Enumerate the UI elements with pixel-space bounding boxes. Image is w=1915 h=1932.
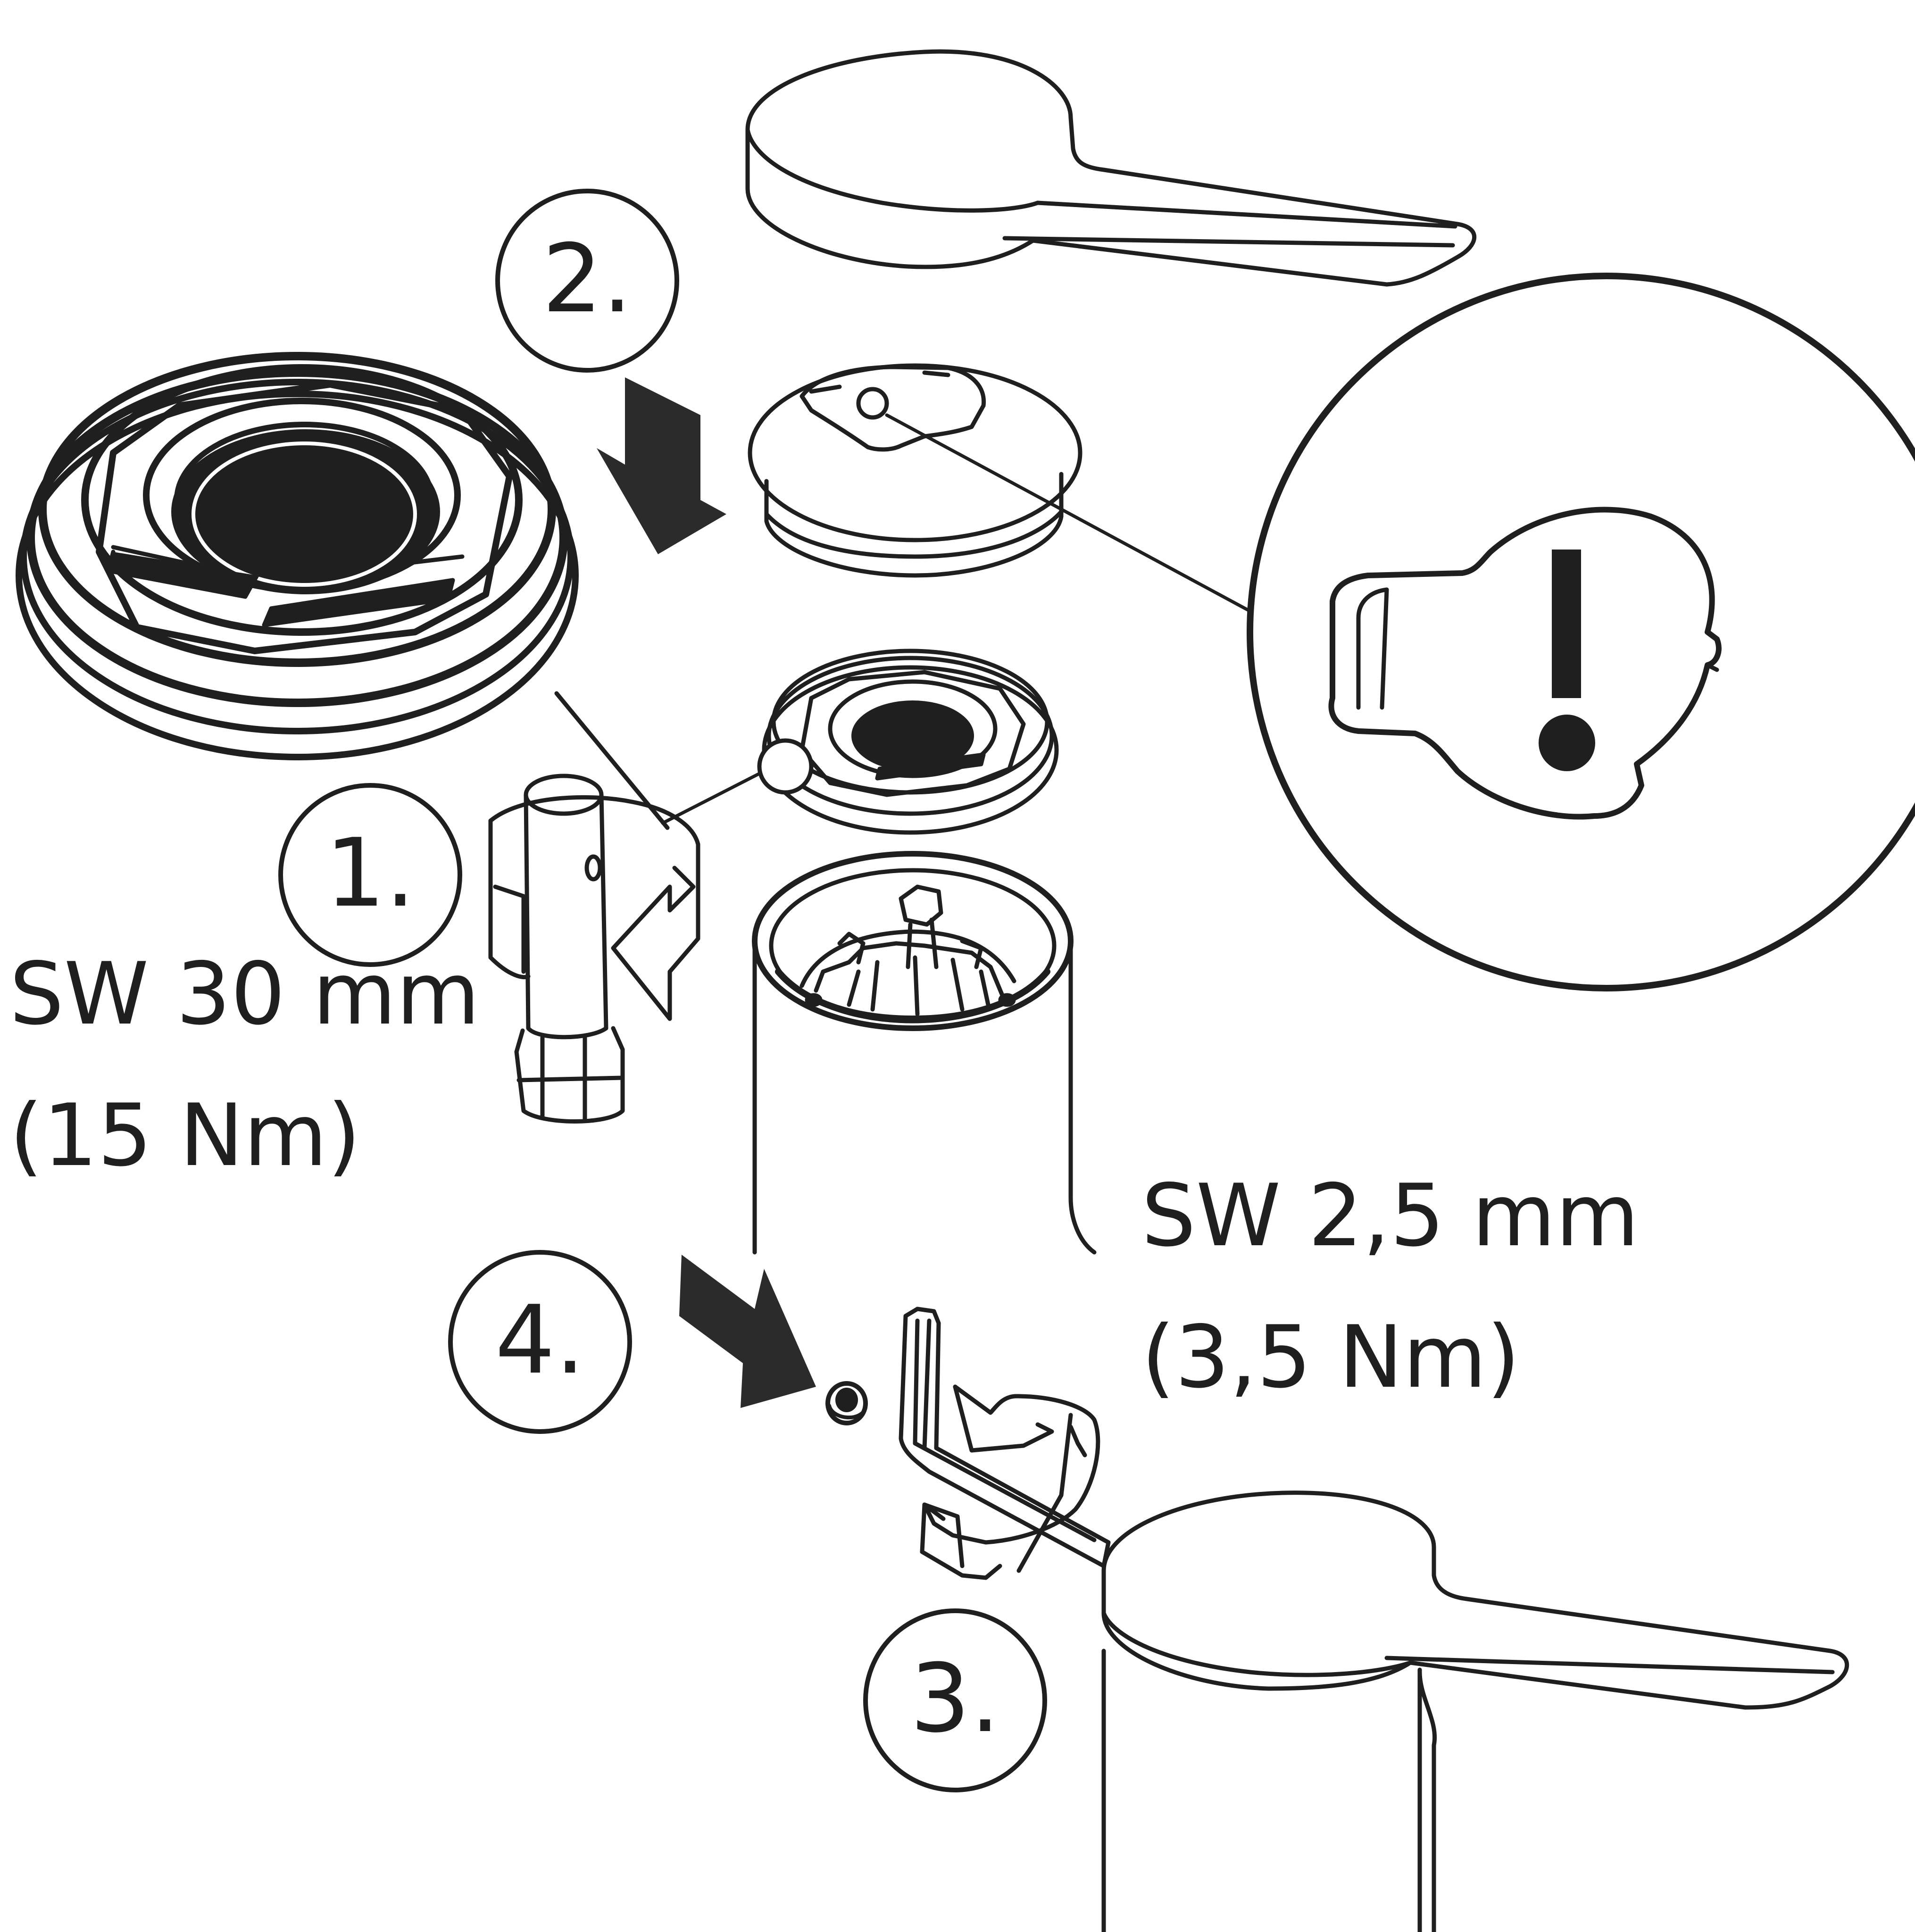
step4-number: 4.	[495, 1285, 585, 1395]
step2-down-arrow-icon	[597, 377, 726, 554]
hex-key-size-label: SW 2,5 mm	[1141, 1166, 1639, 1266]
top-lever-handle	[745, 49, 1477, 287]
step1-number: 1.	[325, 818, 416, 928]
exclamation-bar-icon	[1552, 550, 1581, 698]
socket-wrench-tool	[488, 774, 700, 1124]
step3-circle	[863, 1608, 1047, 1792]
step2-circle	[495, 189, 679, 373]
cap-cover	[748, 363, 1082, 578]
step4-circle	[448, 1250, 632, 1434]
step4-diagonal-arrow-icon	[679, 1255, 816, 1408]
small-nut-detail-marker	[757, 738, 814, 795]
valve-body-column	[752, 851, 1097, 1255]
nut-torque-label: (15 Nm)	[9, 1085, 361, 1185]
step3-number: 3.	[910, 1644, 1000, 1754]
exclamation-dot-icon	[1539, 715, 1595, 771]
step1-circle	[278, 783, 462, 967]
nut-wrench-size-label: SW 30 mm	[9, 944, 480, 1044]
warning-detail-callout	[1247, 273, 1915, 991]
grub-screw	[825, 1381, 868, 1425]
step2-number: 2.	[542, 224, 633, 334]
small-nut	[762, 649, 1059, 835]
bottom-lever-handle	[1101, 1491, 1849, 1932]
hex-key-torque-label: (3,5 Nm)	[1141, 1307, 1520, 1407]
hex-key-tool	[899, 1307, 1111, 1580]
large-hex-nut	[16, 352, 579, 760]
